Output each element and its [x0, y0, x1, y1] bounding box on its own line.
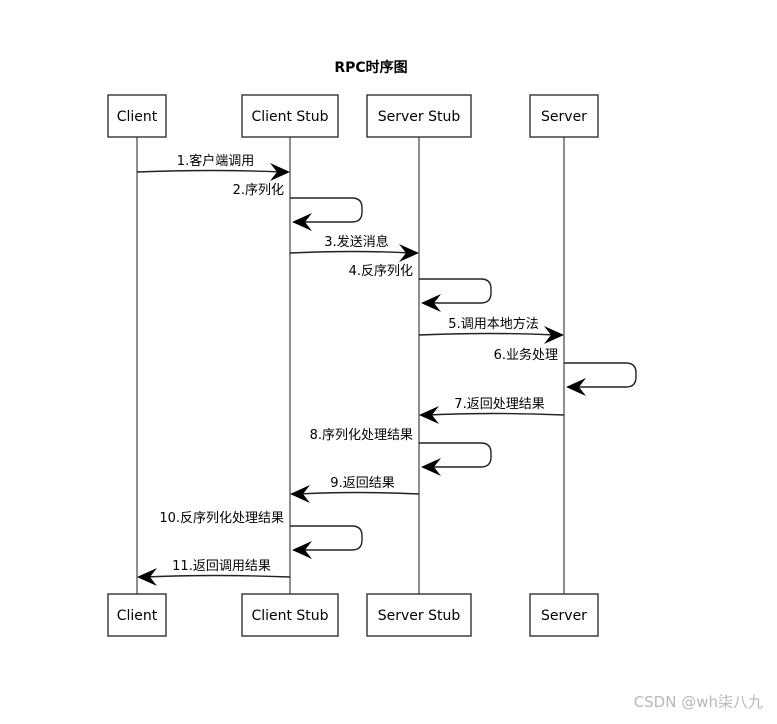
message-label-9: 9.返回结果 [330, 476, 394, 491]
participant-label-top-server_stub: Server Stub [378, 109, 461, 125]
participant-box-top-client [107, 94, 167, 138]
message-label-7: 7.返回处理结果 [454, 397, 544, 412]
message-arrowhead-9 [290, 485, 310, 503]
message-label-1: 1.客户端调用 [177, 153, 254, 169]
message-label-2: 2.序列化 [233, 183, 284, 198]
message-label-8: 8.序列化处理结果 [310, 428, 413, 443]
message-line-2 [290, 197, 363, 223]
message-line-10 [290, 525, 363, 551]
message-arrowhead-7 [419, 406, 439, 424]
message-arrowhead-4 [421, 294, 441, 312]
message-arrowhead-8 [421, 458, 441, 476]
message-line-1 [136, 169, 283, 173]
message-arrowhead-10 [292, 541, 312, 559]
message-label-5: 5.调用本地方法 [448, 316, 538, 332]
message-line-4 [419, 278, 492, 304]
message-line-3 [289, 250, 412, 254]
message-arrowhead-3 [399, 244, 419, 262]
participant-label-top-client_stub: Client Stub [251, 109, 328, 125]
message-arrowhead-11 [137, 568, 157, 586]
participant-label-bottom-client_stub: Client Stub [251, 608, 328, 624]
message-label-4: 4.反序列化 [349, 264, 413, 279]
message-label-11: 11.返回调用结果 [172, 559, 271, 574]
message-line-5 [418, 332, 557, 336]
message-label-6: 6.业务处理 [494, 347, 558, 363]
watermark: CSDN @wh柒八九 [633, 693, 763, 711]
message-arrowhead-2 [292, 213, 312, 231]
participant-box-top-server_stub [366, 94, 472, 138]
message-arrowhead-6 [566, 378, 586, 396]
message-line-9 [297, 491, 420, 495]
message-line-7 [426, 412, 565, 416]
message-label-3: 3.发送消息 [324, 234, 388, 250]
participant-box-bottom-server [529, 593, 599, 637]
message-line-6 [564, 362, 637, 388]
participant-label-bottom-server: Server [541, 608, 587, 624]
message-line-11 [144, 574, 291, 578]
participant-label-top-client: Client [117, 109, 158, 125]
participant-box-bottom-client_stub [241, 593, 339, 637]
message-label-10: 10.反序列化处理结果 [159, 511, 284, 526]
message-arrowhead-5 [544, 326, 564, 344]
participant-label-bottom-client: Client [117, 608, 158, 624]
participant-label-bottom-server_stub: Server Stub [378, 608, 461, 624]
message-line-8 [419, 442, 492, 468]
lifelines [136, 137, 565, 594]
participant-box-top-client_stub [241, 94, 339, 138]
message-arrowhead-1 [270, 163, 290, 181]
participant-label-top-server: Server [541, 109, 587, 125]
participant-box-top-server [529, 94, 599, 138]
messages: 1.客户端调用 2.序列化 3.发送消息 4.反序列化 5.调用本地方法 6.业务处理 7.… [136, 153, 637, 586]
diagram-title: RPC时序图 [334, 59, 407, 76]
participant-box-bottom-server_stub [366, 593, 472, 637]
participant-box-bottom-client [107, 593, 167, 637]
